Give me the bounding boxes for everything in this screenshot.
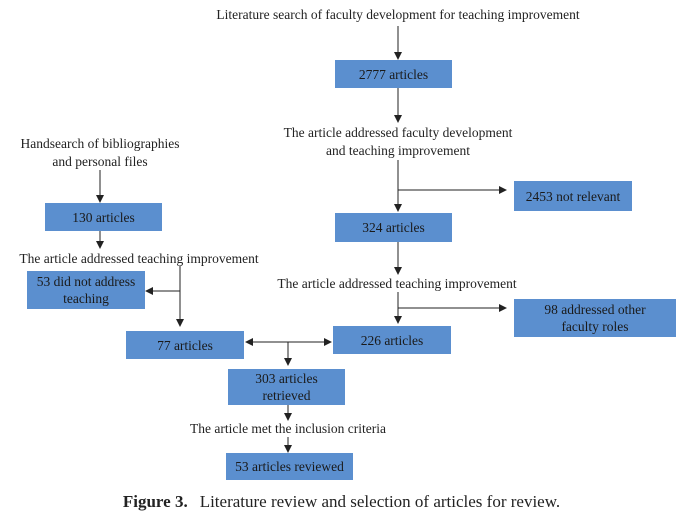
box-324-articles: 324 articles	[335, 213, 452, 242]
label-hand-line1: Handsearch of bibliographies	[20, 136, 180, 151]
box-53-line1: 53 did not address	[36, 274, 136, 289]
label-inclusion-criteria: The article met the inclusion criteria	[189, 421, 387, 436]
box-77-text: 77 articles	[157, 337, 213, 353]
box-98-line1: 98 addressed other	[544, 302, 646, 317]
box-226-articles: 226 articles	[333, 326, 451, 354]
label-fd-line1: The article addressed faculty developmen…	[283, 125, 513, 140]
box-77-articles: 77 articles	[126, 331, 244, 359]
label-faculty-development: The article addressed faculty developmen…	[263, 124, 533, 160]
label-teaching-improvement-right: The article addressed teaching improveme…	[277, 276, 517, 291]
figure-caption-text: Literature review and selection of artic…	[199, 492, 561, 511]
box-303-line1: 303 articles	[255, 371, 318, 386]
box-303-line2: retrieved	[262, 388, 311, 403]
box-53-not-teaching: 53 did not address teaching	[27, 271, 145, 309]
box-98-line2: faculty roles	[561, 319, 629, 334]
box-98-other-roles: 98 addressed other faculty roles	[514, 299, 676, 337]
box-130-text: 130 articles	[72, 209, 135, 225]
box-226-text: 226 articles	[360, 332, 424, 348]
box-2777-text: 2777 articles	[358, 66, 429, 82]
figure-caption-label: Figure 3.	[122, 492, 188, 511]
label-literature-search: Literature search of faculty development…	[216, 7, 580, 22]
box-303-retrieved: 303 articles retrieved	[228, 369, 345, 405]
box-2453-text: 2453 not relevant	[525, 188, 621, 204]
box-324-text: 324 articles	[362, 220, 425, 235]
box-2777-articles: 2777 articles	[335, 60, 452, 88]
box-53-line2: teaching	[63, 291, 109, 306]
box-130-articles: 130 articles	[45, 203, 162, 231]
box-2453-not-relevant: 2453 not relevant	[514, 181, 632, 211]
label-teaching-improvement-left: The article addressed teaching improveme…	[19, 251, 259, 266]
box-53rev-text: 53 articles reviewed	[235, 459, 344, 474]
label-handsearch: Handsearch of bibliographies and persona…	[5, 135, 195, 171]
label-hand-line2: and personal files	[52, 154, 148, 169]
label-fd-line2: and teaching improvement	[326, 143, 470, 158]
figure-caption: Figure 3. Literature review and selection…	[0, 492, 683, 512]
box-53-reviewed: 53 articles reviewed	[226, 453, 353, 480]
